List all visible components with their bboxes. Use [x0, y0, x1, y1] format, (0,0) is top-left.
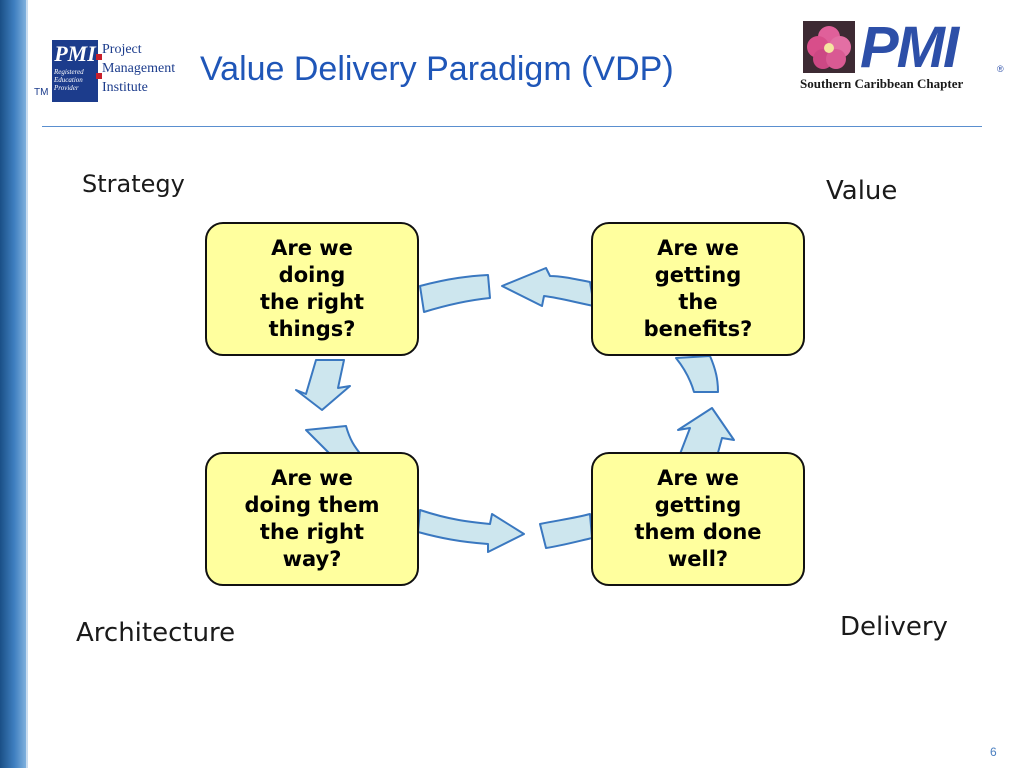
box-line: the right: [259, 520, 365, 544]
pmi-registered-text: Registered Education Provider: [54, 68, 84, 92]
question-box-done-well: Are we getting them done well?: [591, 452, 805, 586]
pmi-tm: TM: [34, 87, 49, 98]
label-architecture: Architecture: [76, 618, 236, 648]
box-line: the right: [259, 290, 365, 314]
box-line: Are we: [271, 236, 353, 260]
box-line: benefits?: [643, 317, 753, 341]
pmi-wordmark-line1: Project: [102, 42, 142, 57]
label-strategy: Strategy: [82, 170, 185, 198]
side-accent-edge: [26, 0, 28, 768]
slide-title: Value Delivery Paradigm (VDP): [200, 50, 674, 88]
side-accent-bar: [0, 0, 26, 768]
box-line: the: [678, 290, 718, 314]
box-line: getting: [654, 263, 742, 287]
box-line: things?: [268, 317, 356, 341]
pmi-red-square-2: [96, 73, 102, 79]
box-line: Are we: [271, 466, 353, 490]
arrow-left-down: [295, 359, 351, 411]
question-box-benefits: Are we getting the benefits?: [591, 222, 805, 356]
label-value: Value: [826, 176, 898, 206]
title-divider: [42, 126, 982, 127]
pmi-mark-text: PMI: [54, 41, 96, 66]
arrow-top-leftward: [501, 267, 595, 307]
arrow-bottom-right: [417, 509, 525, 553]
hibiscus-flower-icon: [803, 21, 855, 73]
pmi-chapter-mark: PMI: [860, 15, 959, 80]
arrow-top-left-to-right: [419, 274, 491, 313]
label-delivery: Delivery: [840, 612, 948, 642]
box-line: Are we: [657, 466, 739, 490]
pmi-red-square-1: [96, 54, 102, 60]
box-line: doing them: [244, 493, 380, 517]
box-line: well?: [667, 547, 729, 571]
question-box-right-things: Are we doing the right things?: [205, 222, 419, 356]
chapter-name: Southern Caribbean Chapter: [800, 76, 964, 91]
arrow-bottom-right-stub: [539, 513, 593, 549]
pmi-wordmark: Project Management Institute: [102, 40, 175, 97]
box-line: doing: [278, 263, 346, 287]
pmi-wordmark-line2: Management: [102, 61, 176, 76]
registered-mark: ®: [997, 64, 1004, 74]
pmi-chapter-logo: PMI ® Southern Caribbean Chapter: [800, 18, 1010, 98]
box-line: getting: [654, 493, 742, 517]
box-line: way?: [282, 547, 342, 571]
page-number: 6: [990, 745, 997, 759]
arrow-right-upper: [675, 355, 719, 393]
box-line: Are we: [657, 236, 739, 260]
pmi-mark-box: [52, 40, 98, 102]
box-line: them done: [634, 520, 762, 544]
question-box-right-way: Are we doing them the right way?: [205, 452, 419, 586]
pmi-wordmark-line3: Institute: [102, 80, 148, 95]
pmi-logo-left: PMI Registered Education Provider TM Pro…: [30, 38, 190, 108]
